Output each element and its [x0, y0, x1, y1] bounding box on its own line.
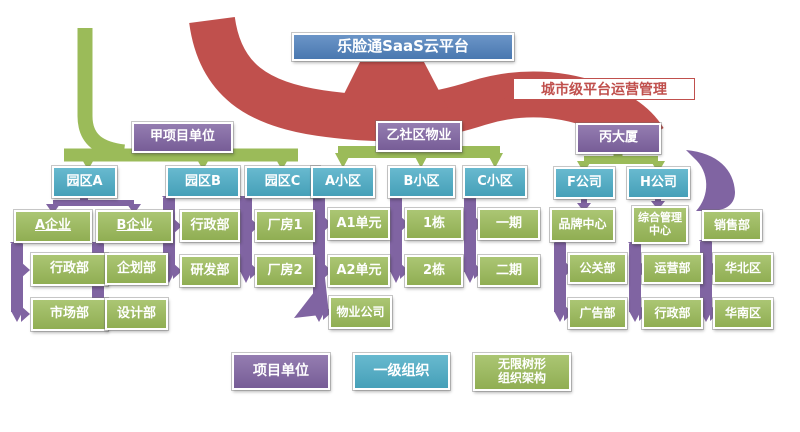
node-box-xingzheng-a: 行政部 [31, 253, 108, 286]
ribbon-a-qiye [10, 242, 30, 322]
unit-box-bing: 丙大厦 [576, 123, 661, 154]
node-box-huabei: 华北区 [713, 253, 773, 284]
unit-label: 乙社区物业 [386, 128, 452, 144]
red-peak-to-title [338, 62, 448, 108]
node-box-yanfa: 研发部 [180, 255, 240, 287]
unit-box-jia: 甲项目单位 [132, 122, 233, 153]
node-label: 销售部 [713, 217, 750, 232]
org-label: H公司 [640, 174, 677, 190]
org-label: C小区 [477, 173, 513, 189]
node-label: 运营部 [654, 260, 691, 275]
node-label: 行政部 [49, 261, 89, 277]
node-label: 一期 [495, 215, 522, 231]
node-box-xiaoshou: 销售部 [702, 210, 762, 241]
legend-project-unit: 项目单位 [232, 353, 330, 390]
node-box-2-dong: 2栋 [405, 255, 463, 287]
node-label: 行政部 [190, 217, 230, 233]
node-label: 研发部 [190, 262, 230, 278]
city-annotation-box: 城市级平台运营管理 [513, 78, 695, 100]
node-box-erqi: 二期 [478, 255, 540, 287]
city-annotation-label: 城市级平台运营管理 [541, 82, 667, 98]
node-box-guanggao: 广告部 [568, 298, 627, 329]
node-label: 综合管理中心 [638, 211, 682, 237]
node-box-gongguan: 公关部 [568, 253, 627, 284]
node-label: A2单元 [336, 262, 382, 278]
node-box-pinpai: 品牌中心 [550, 208, 615, 242]
legend-label: 无限树形 组织架构 [497, 357, 546, 385]
node-label: 公关部 [579, 260, 616, 275]
org-box-xiaoqu-b: B小区 [388, 166, 455, 198]
org-label: F公司 [567, 174, 602, 190]
node-label: 2栋 [422, 262, 446, 278]
node-box-1-dong: 1栋 [405, 208, 463, 240]
node-box-zonghe: 综合管理中心 [632, 206, 688, 244]
legend-label: 项目单位 [253, 363, 309, 380]
org-box-xiaoqu-a: A小区 [311, 166, 375, 198]
node-box-sheji: 设计部 [105, 298, 168, 330]
green-left-strip [77, 28, 126, 160]
node-label: 华北区 [724, 260, 761, 275]
node-box-a2-danyuan: A2单元 [328, 255, 390, 287]
platform-title-label: 乐脸通SaaS云平台 [337, 37, 469, 56]
legend-level1-org: 一级组织 [353, 353, 450, 390]
org-box-f-gongsi: F公司 [554, 167, 615, 199]
node-box-shichang: 市场部 [31, 298, 108, 331]
node-box-huanan: 华南区 [713, 298, 773, 329]
org-label: B小区 [403, 173, 440, 189]
node-label: 广告部 [579, 305, 616, 320]
unit-label: 甲项目单位 [149, 129, 215, 145]
unit-box-yi: 乙社区物业 [376, 121, 462, 152]
node-box-qihua: 企划部 [105, 253, 168, 285]
ribbon-xiaoqu-c [463, 196, 483, 283]
red-swoosh-band [189, 16, 664, 153]
node-box-a1-danyuan: A1单元 [328, 208, 390, 240]
ribbon-xiaoqu-b [389, 196, 409, 283]
node-box-changfang-2: 厂房2 [255, 255, 315, 287]
unit-label: 丙大厦 [598, 130, 638, 146]
node-box-a-qiye: A企业 [14, 210, 92, 243]
org-box-park-c: 园区C [245, 166, 320, 198]
platform-title-box: 乐脸通SaaS云平台 [292, 33, 514, 61]
node-label: B企业 [116, 218, 153, 234]
node-label: 二期 [495, 262, 522, 278]
legend-tree-structure: 无限树形 组织架构 [473, 353, 571, 391]
org-label: 园区C [264, 173, 301, 189]
purple-swoosh-sales [686, 150, 735, 211]
node-label: 厂房1 [267, 217, 303, 233]
node-label: 厂房2 [267, 262, 303, 278]
node-label: 企划部 [116, 260, 156, 276]
node-box-yiqi: 一期 [478, 208, 540, 240]
org-label: 园区B [185, 173, 221, 189]
ribbon-pinpai [553, 241, 573, 322]
org-box-park-b: 园区B [166, 166, 240, 198]
node-label: A1单元 [336, 215, 382, 231]
legend-label: 一级组织 [373, 363, 430, 380]
node-box-wuye-gongsi: 物业公司 [329, 296, 392, 329]
node-label: 品牌中心 [558, 217, 607, 232]
ribbon-park-c [239, 196, 259, 283]
node-label: 华南区 [724, 305, 761, 320]
node-box-xingzheng-c: 行政部 [642, 298, 703, 329]
node-label: A企业 [34, 218, 72, 234]
node-box-yunying: 运营部 [642, 253, 703, 284]
org-box-xiaoqu-c: C小区 [463, 166, 527, 198]
org-box-h-gongsi: H公司 [627, 167, 690, 199]
org-box-park-a: 园区A [52, 166, 117, 198]
node-label: 1栋 [422, 215, 446, 231]
node-box-b-qiye: B企业 [96, 210, 173, 243]
node-box-xingzheng-b: 行政部 [180, 210, 240, 242]
org-label: 园区A [66, 173, 103, 189]
node-box-changfang-1: 厂房1 [255, 210, 315, 242]
node-label: 行政部 [654, 305, 691, 320]
node-label: 市场部 [49, 306, 89, 322]
node-label: 设计部 [116, 305, 156, 321]
red-notch-to-label [497, 75, 519, 103]
node-label: 物业公司 [336, 304, 385, 319]
ribbon-xiaoqu-a [312, 196, 332, 322]
org-label: A小区 [324, 173, 362, 189]
